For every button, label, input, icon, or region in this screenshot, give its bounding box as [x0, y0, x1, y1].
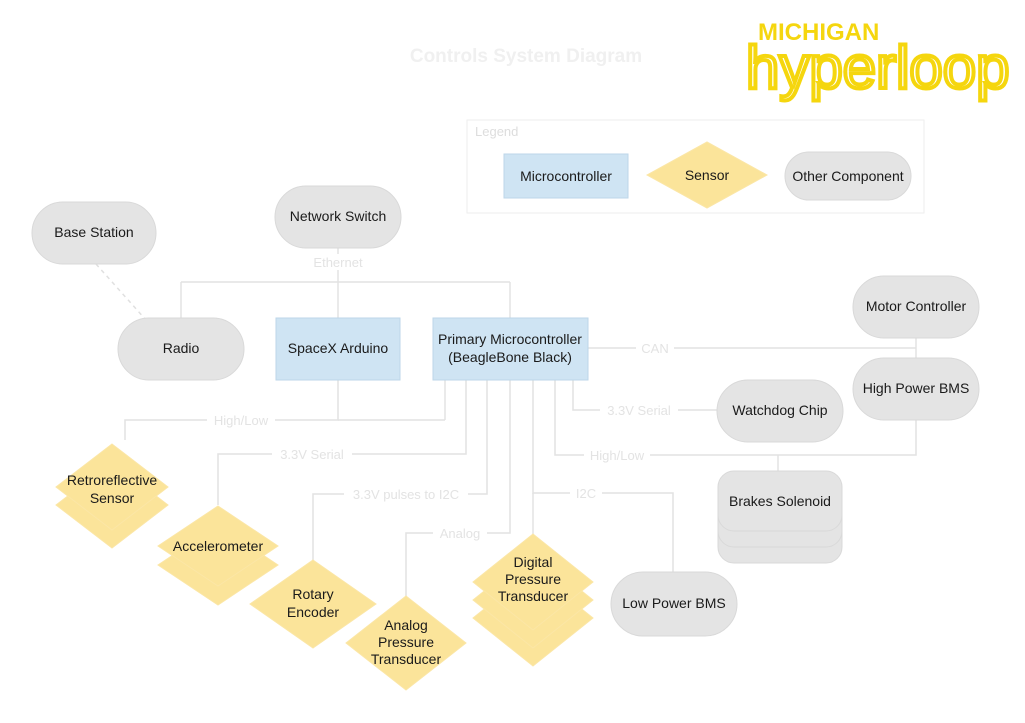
node-motor-controller: Motor Controller — [852, 275, 980, 339]
legend-microcontroller-swatch — [503, 153, 629, 199]
retroreflective-label-line2: Sensor — [90, 490, 135, 506]
node-brakes-solenoid: Brakes Solenoid — [717, 470, 843, 564]
can-label-bg — [636, 340, 674, 356]
i2c-wire — [532, 380, 674, 572]
legend-other-label: Other Component — [792, 168, 903, 184]
legend-sensor-swatch — [645, 141, 769, 209]
spacex-arduino-label: SpaceX Arduino — [288, 340, 389, 356]
accel-label-bg — [272, 446, 352, 462]
radio-link-wire — [95, 263, 147, 321]
ethernet-label-bg — [306, 254, 370, 270]
analog-label-line3: Transducer — [371, 651, 442, 667]
node-base-station: Base Station — [31, 201, 157, 265]
node-network-switch: Network Switch — [274, 185, 402, 249]
michigan-hyperloop-logo: MICHIGAN hyperloop — [744, 19, 1012, 103]
legend-title: Legend — [475, 124, 518, 139]
digital-label-line2: Pressure — [505, 571, 561, 587]
logo-michigan-text: MICHIGAN — [758, 19, 879, 46]
legend-sensor-label: Sensor — [685, 167, 730, 183]
accelerometer-label: Accelerometer — [173, 538, 264, 554]
i2c-label-bg — [570, 485, 602, 501]
node-digital-pressure-transducer: Digital Pressure Transducer — [472, 533, 594, 667]
network-switch-label: Network Switch — [290, 208, 386, 224]
node-spacex-arduino: SpaceX Arduino — [275, 317, 401, 381]
node-high-power-bms: High Power BMS — [852, 357, 980, 421]
node-accelerometer: Accelerometer — [157, 505, 279, 606]
retro-wire — [124, 380, 339, 440]
node-analog-pressure-transducer: Analog Pressure Transducer — [345, 595, 467, 691]
diagram-title: Controls System Diagram — [410, 46, 642, 67]
analog-label: Analog — [440, 526, 480, 541]
digital-label-line3: Transducer — [498, 588, 569, 604]
high-power-bms-label: High Power BMS — [863, 380, 970, 396]
retro-highlow-label: High/Low — [214, 413, 269, 428]
motor-controller-label: Motor Controller — [866, 298, 967, 314]
rotary-label-line2: Encoder — [287, 604, 339, 620]
legend-microcontroller-label: Microcontroller — [520, 168, 612, 184]
brakes-highlow-label: High/Low — [590, 448, 645, 463]
radio-label: Radio — [163, 340, 200, 356]
brakes-solenoid-label: Brakes Solenoid — [729, 493, 831, 509]
primary-mcu-label-line2: (BeagleBone Black) — [448, 349, 572, 365]
analog-label-line2: Pressure — [378, 634, 434, 650]
rotary-label-line1: Rotary — [292, 586, 333, 602]
watchdog-chip-label: Watchdog Chip — [732, 402, 827, 418]
can-label: CAN — [641, 341, 668, 356]
accel-serial-label: 3.3V Serial — [280, 447, 344, 462]
primary-mcu-label-line1: Primary Microcontroller — [438, 331, 582, 347]
legend-other-swatch — [784, 151, 912, 201]
retroreflective-label-line1: Retroreflective — [67, 472, 157, 488]
analog-label-line1: Analog — [384, 617, 428, 633]
node-rotary-encoder: Rotary Encoder — [249, 559, 377, 649]
rotary-label-bg — [344, 486, 468, 502]
logo-hyperloop-text: hyperloop — [746, 34, 1010, 101]
i2c-label: I2C — [576, 486, 596, 501]
watchdog-serial-label: 3.3V Serial — [607, 403, 671, 418]
node-radio: Radio — [117, 317, 245, 381]
pulses-i2c-label: 3.3V pulses to I2C — [353, 487, 459, 502]
low-power-bms-label: Low Power BMS — [622, 595, 725, 611]
node-low-power-bms: Low Power BMS — [610, 571, 738, 637]
edge-labels: Ethernet CAN 3.3V Serial High/Low High/L… — [207, 254, 678, 541]
legend: Legend Microcontroller Sensor Other Comp… — [466, 119, 925, 214]
base-station-label: Base Station — [54, 224, 133, 240]
retro-label-bg — [207, 412, 275, 428]
brakes-highlow-wire — [554, 380, 917, 456]
legend-frame — [466, 119, 925, 214]
watchdog-serial-label-bg — [600, 402, 678, 418]
analog-label-bg — [433, 525, 487, 541]
node-watchdog-chip: Watchdog Chip — [716, 379, 844, 443]
ethernet-label: Ethernet — [313, 255, 363, 270]
node-primary-microcontroller: Primary Microcontroller (BeagleBone Blac… — [432, 317, 589, 381]
node-retroreflective-sensor: Retroreflective Sensor — [55, 443, 169, 549]
digital-label-line1: Digital — [514, 554, 553, 570]
brakes-label-bg — [584, 447, 650, 463]
